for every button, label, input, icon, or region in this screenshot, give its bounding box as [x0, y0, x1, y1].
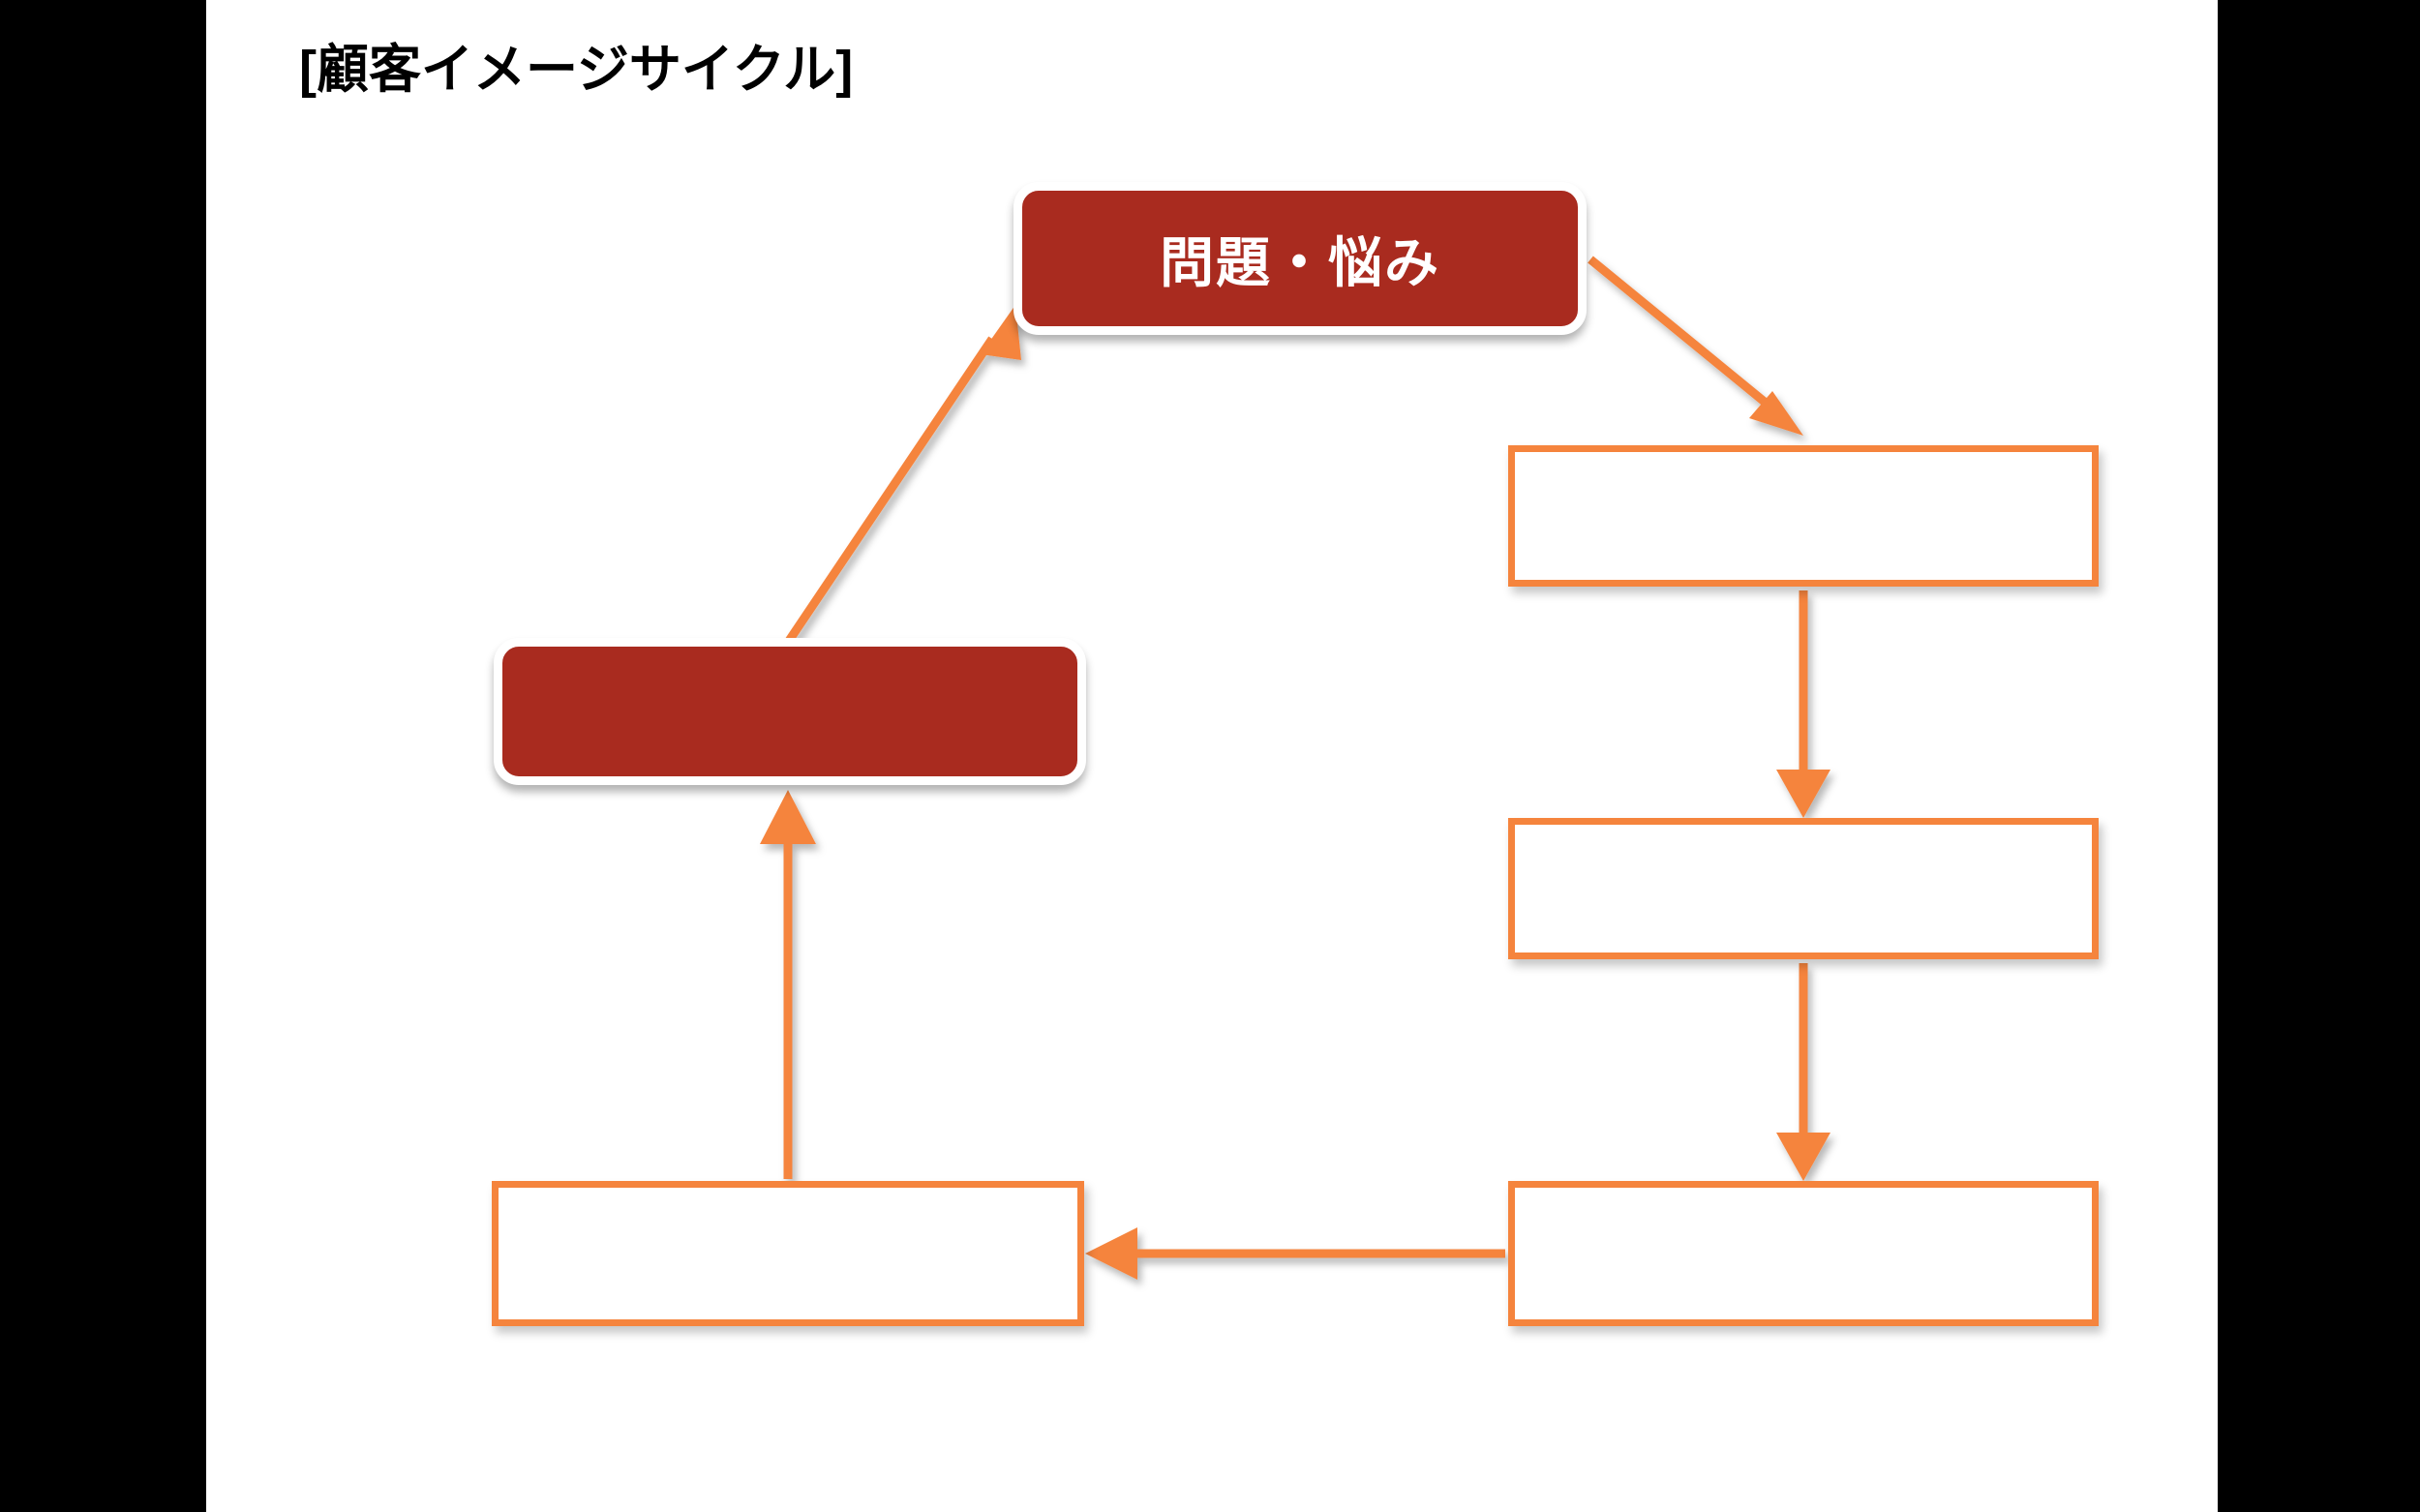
slide-canvas: [顧客イメージサイクル]: [206, 0, 2218, 1512]
node-stage-r3[interactable]: [1508, 1181, 2099, 1326]
edge-r3-to-b1: [1085, 1227, 1505, 1280]
node-problem[interactable]: 問題・悩み: [1013, 182, 1587, 335]
page-title: [顧客イメージサイクル]: [299, 41, 854, 99]
edge-b1-to-leftred: [760, 790, 816, 1179]
node-stage-left-red[interactable]: [494, 638, 1086, 785]
edge-r1-to-r2: [1776, 590, 1830, 818]
letterbox-right: [2218, 0, 2420, 1512]
edge-r2-to-r3: [1776, 963, 1830, 1181]
node-stage-r2[interactable]: [1508, 818, 2099, 959]
node-problem-label: 問題・悩み: [1160, 231, 1440, 293]
edge-problem-to-r1: [1588, 256, 1803, 436]
node-stage-b1[interactable]: [492, 1181, 1084, 1326]
letterbox-left: [0, 0, 206, 1512]
edge-leftred-to-problem: [785, 305, 1021, 644]
node-stage-r1[interactable]: [1508, 445, 2099, 587]
